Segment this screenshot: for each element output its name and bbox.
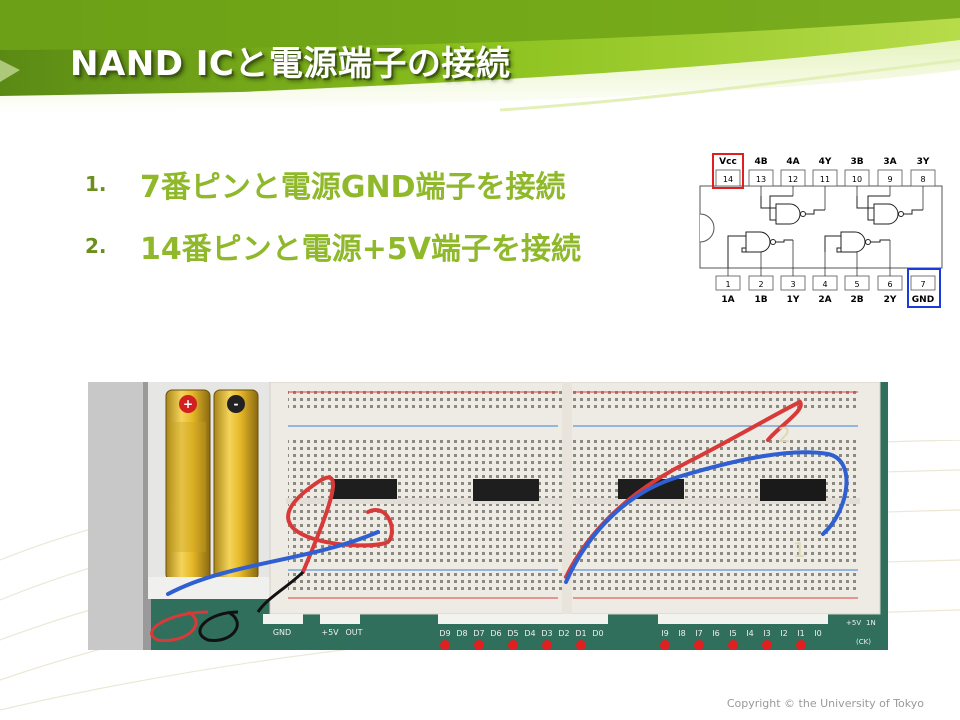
- pin-label-3a: 3A: [883, 157, 896, 167]
- pin-label-2b: 2B: [850, 295, 863, 305]
- pin-label-2a: 2A: [818, 295, 831, 305]
- led-label: D4: [524, 629, 535, 638]
- right-label-1n: 1N: [866, 619, 876, 627]
- led-label: D8: [456, 629, 467, 638]
- list-number: 1.: [85, 172, 107, 196]
- pin-number-4: 4: [822, 280, 827, 289]
- wire-label-1: 1: [793, 538, 806, 562]
- pin-label-gnd: GND: [912, 295, 934, 305]
- led-label: D5: [507, 629, 518, 638]
- pin-label-2y: 2Y: [884, 295, 897, 305]
- pin-label-1a: 1A: [721, 295, 734, 305]
- led-label: D2: [558, 629, 569, 638]
- pin-label-1b: 1B: [754, 295, 767, 305]
- led-label: I7: [695, 629, 702, 638]
- led-label: I6: [712, 629, 719, 638]
- gnd-highlight: [907, 268, 941, 308]
- pin-label-3b: 3B: [850, 157, 863, 167]
- pin-number-10: 10: [852, 175, 862, 184]
- list-text: 7番ピンと電源GND端子を接続: [140, 170, 566, 205]
- vcc-highlight: [712, 153, 744, 189]
- pin-number-2: 2: [758, 280, 763, 289]
- led-label: I0: [814, 629, 821, 638]
- led-label: I2: [780, 629, 787, 638]
- led-label: D0: [592, 629, 603, 638]
- wire-label-2: 2: [778, 423, 791, 447]
- led-label: I1: [797, 629, 804, 638]
- slide-title: NAND ICと電源端子の接続: [70, 44, 511, 84]
- pin-number-1: 1: [725, 280, 730, 289]
- pin-number-9: 9: [887, 175, 892, 184]
- led-label: D7: [473, 629, 484, 638]
- ic-chip: [473, 479, 539, 501]
- led-row: [440, 640, 806, 650]
- nand-gate-2: [824, 231, 890, 253]
- instruction-list: 1. 7番ピンと電源GND端子を接続 2. 14番ピンと電源+5V端子を接続: [80, 158, 700, 282]
- terminal-label-5v: +5V: [321, 628, 339, 637]
- nand-pinout-diagram: Vcc 4B 4A 4Y 3B 3A 3Y 14 13 12 11 10 9: [698, 152, 946, 312]
- pin-number-13: 13: [756, 175, 766, 184]
- terminal-label-gnd: GND: [273, 628, 291, 637]
- nand-gate-3: [856, 195, 923, 225]
- pin-label-4a: 4A: [786, 157, 799, 167]
- pin-number-3: 3: [790, 280, 795, 289]
- pin-number-6: 6: [887, 280, 892, 289]
- right-label-5v: +5V: [846, 619, 861, 627]
- blue-wire-gnd: [564, 450, 849, 584]
- led-label: I9: [661, 629, 668, 638]
- blue-wire-supply: [166, 530, 380, 596]
- copyright-notice: Copyright © the University of Tokyo: [726, 697, 924, 710]
- red-wire-supply: [286, 475, 394, 574]
- pin-number-11: 11: [820, 175, 830, 184]
- led-label: D1: [575, 629, 586, 638]
- nand-gate-4: [760, 195, 825, 225]
- breadboard-photo: + -: [88, 382, 888, 650]
- pin-label-1y: 1Y: [787, 295, 800, 305]
- svg-text:-: -: [234, 397, 239, 411]
- pin-label-4y: 4Y: [819, 157, 832, 167]
- led-label: I4: [746, 629, 753, 638]
- pin-number-5: 5: [854, 280, 859, 289]
- ic-chip: [760, 479, 826, 501]
- led-label: D3: [541, 629, 552, 638]
- list-item: 2. 14番ピンと電源+5V端子を接続: [80, 220, 700, 282]
- led-label: I5: [729, 629, 736, 638]
- terminal-label-out: OUT: [345, 628, 362, 637]
- pin-label-vcc: Vcc: [719, 157, 737, 167]
- header-banner: [0, 0, 960, 120]
- svg-text:+: +: [183, 397, 193, 411]
- right-label-ck: (CK): [856, 638, 871, 646]
- led-label: I8: [678, 629, 685, 638]
- pin-number-14: 14: [723, 175, 733, 184]
- pin-label-4b: 4B: [754, 157, 767, 167]
- pin-number-7: 7: [920, 280, 925, 289]
- pin-number-12: 12: [788, 175, 798, 184]
- pin-number-8: 8: [920, 175, 925, 184]
- list-text: 14番ピンと電源+5V端子を接続: [140, 232, 581, 267]
- nand-gate-1: [727, 231, 793, 268]
- pin-label-3y: 3Y: [917, 157, 930, 167]
- list-number: 2.: [85, 234, 107, 258]
- led-label: D6: [490, 629, 501, 638]
- led-label: D9: [439, 629, 450, 638]
- ic-chip: [331, 479, 397, 499]
- led-label: I3: [763, 629, 770, 638]
- list-item: 1. 7番ピンと電源GND端子を接続: [80, 158, 700, 220]
